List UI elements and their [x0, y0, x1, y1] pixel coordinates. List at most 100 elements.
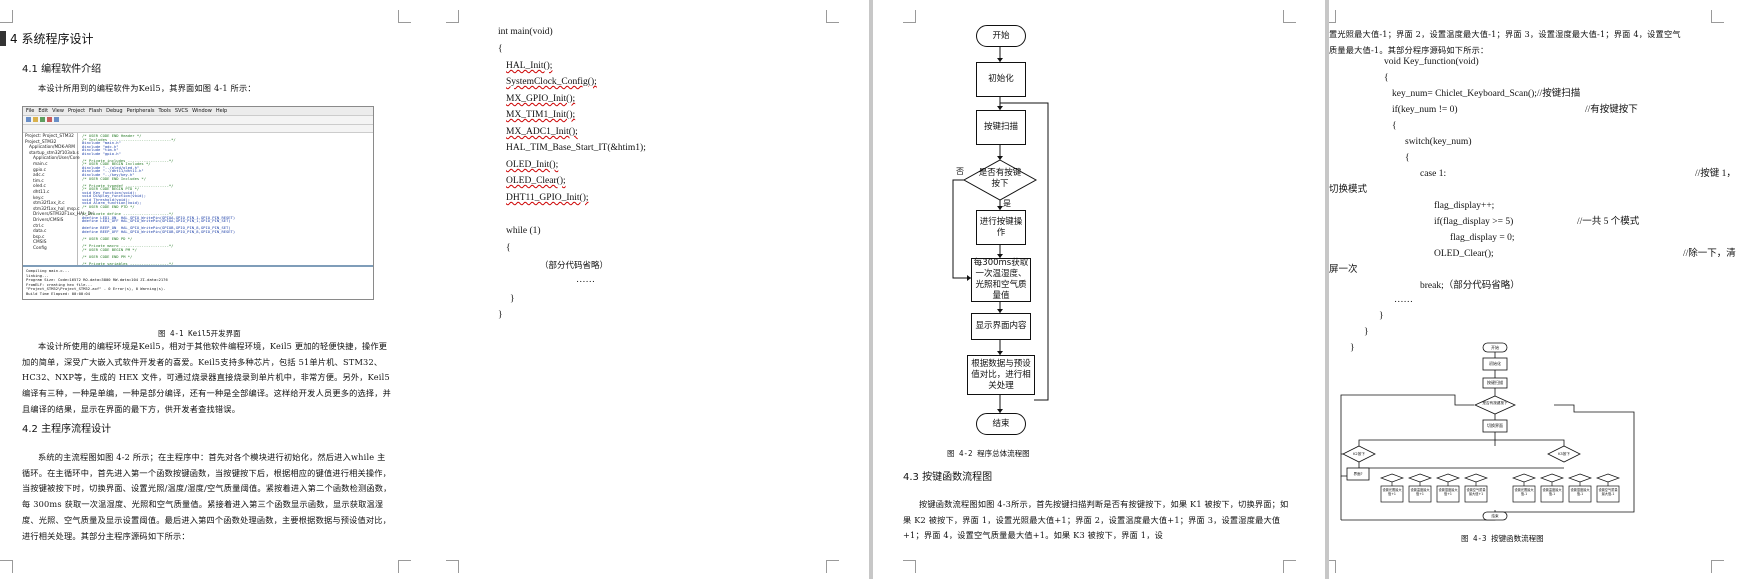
- section-heading-4-3: 4.3 按键函数流程图: [903, 472, 993, 483]
- ide-menu-item[interactable]: SVCS: [174, 108, 189, 114]
- mini-page-decision: [1567, 473, 1593, 483]
- code-line: （部分代码省略）: [540, 260, 609, 270]
- project-tree-item[interactable]: gpio.c: [33, 167, 46, 173]
- project-tree-item[interactable]: Application/MDK-ARM: [29, 145, 75, 151]
- save-icon: [40, 117, 45, 122]
- code-line: }: [498, 310, 503, 320]
- crop-mark: [1329, 560, 1336, 573]
- code-line: DHT11_GPIO_Init();: [506, 193, 589, 203]
- ide-menu-item[interactable]: Flash: [89, 108, 103, 114]
- project-tree-item[interactable]: Project: Project_STM32: [25, 134, 74, 139]
- project-tree-item[interactable]: bsp.c: [33, 234, 45, 240]
- project-tree-item[interactable]: stm32f1xx_it.c: [33, 201, 65, 207]
- section-heading-4-2: 4.2 主程序流程设计: [22, 424, 112, 435]
- editor-line: #include "main.h": [82, 140, 121, 146]
- code-comment: //按键 1，: [1695, 169, 1736, 179]
- editor-line: /* USER CODE END PM */: [82, 253, 133, 259]
- editor-line: /* Private variables -----------------*/: [82, 260, 174, 266]
- code-line: HAL_Init();: [506, 61, 553, 71]
- project-tree-item[interactable]: CMSIS: [33, 240, 47, 246]
- project-tree-item[interactable]: Drivers/STM32F1xx_HAL_Dri: [33, 212, 94, 218]
- crop-mark: [446, 10, 459, 23]
- crop-mark: [826, 560, 839, 573]
- chapter-heading: 4 系统程序设计: [10, 32, 94, 46]
- editor-line: /* Private macro ---------------------*/: [82, 242, 174, 248]
- mini-set-label: 设置温度最大值-1: [1542, 488, 1562, 496]
- mini-page-decision: [1379, 473, 1405, 483]
- ide-menu-item[interactable]: Window: [192, 108, 212, 114]
- editor-line: #define BEEP_ON HAL_GPIO_WritePin(GPIOB,…: [82, 225, 231, 231]
- mini-set-box: [1464, 485, 1488, 503]
- project-tree-item[interactable]: key.c: [33, 195, 44, 201]
- code-line: break;（部分代码省略）: [1420, 281, 1520, 291]
- editor-line: void Key_function(void);: [82, 189, 137, 195]
- ide-menu-item[interactable]: Project: [67, 108, 86, 114]
- project-tree-item[interactable]: main.c: [33, 161, 48, 167]
- continued-paragraph: 置光照最大值-1；界面 2，设置温度最大值-1；界面 3，设置湿度最大值-1；界…: [1329, 29, 1681, 55]
- project-tree-item[interactable]: oled.c: [33, 184, 46, 190]
- project-tree-item[interactable]: Application/User/Core: [33, 156, 80, 162]
- editor-line: /* USER CODE BEGIN Includes */: [82, 161, 151, 167]
- editor-line: /* USER CODE END Includes */: [82, 175, 147, 181]
- mini-scan: 按键扫描: [1487, 380, 1503, 385]
- project-tree-item[interactable]: tim.c: [33, 178, 44, 184]
- ide-menu-item[interactable]: Peripherals: [126, 108, 155, 114]
- document-page-4: 置光照最大值-1；界面 2，设置温度最大值-1；界面 3，设置湿度最大值-1；界…: [1329, 0, 1761, 579]
- editor-line: #define LED1_ON HAL_GPIO_WritePin(GPIOA,…: [82, 214, 236, 220]
- project-tree-item[interactable]: adc.c: [33, 173, 45, 179]
- editor-line: #define LED1_OFF HAL_GPIO_WritePin(GPIOA…: [82, 218, 231, 224]
- figure-caption-4-1: 图 4-1 Keil5开发界面: [158, 329, 241, 338]
- section-heading-4-1: 4.1 编程软件介绍: [22, 64, 102, 75]
- project-tree-item[interactable]: startup_stm32f103xb.s: [29, 150, 79, 156]
- code-line: SystemClock_Config();: [506, 77, 597, 87]
- code-line: switch(key_num): [1405, 137, 1472, 147]
- build-icon: [47, 117, 52, 122]
- ide-menu-item[interactable]: Debug: [106, 108, 123, 114]
- code-line: }: [1379, 311, 1384, 321]
- crop-mark: [1329, 10, 1336, 23]
- main-flowchart-lines: [952, 45, 1049, 413]
- code-line: key_num= Chiclet_Keyboard_Scan();//按键扫描: [1392, 89, 1581, 99]
- code-line: flag_display = 0;: [1450, 233, 1515, 243]
- mini-page-decision: [1595, 473, 1621, 483]
- editor-line: /* USER CODE END PD */: [82, 235, 133, 241]
- intro-paragraph: 本设计所用到的编程软件为Keil5，其界面如图 4-1 所示：: [38, 83, 256, 93]
- crop-mark: [903, 560, 916, 573]
- mini-set-box: [1540, 485, 1564, 503]
- flow-compare: 根据数据与预设值对比，进行相关处理: [967, 355, 1035, 395]
- ide-menu-item[interactable]: Help: [215, 108, 228, 114]
- project-tree-item[interactable]: ctrl.c: [33, 223, 44, 229]
- mini-init: 初始化: [1489, 361, 1501, 366]
- mini-set-label: 设置湿度最大值+1: [1438, 488, 1458, 496]
- project-tree-item[interactable]: Config: [33, 245, 47, 251]
- ide-menu-item[interactable]: View: [52, 108, 64, 114]
- mini-k2: K2按下: [1353, 452, 1365, 456]
- ide-menu-item[interactable]: File: [26, 108, 35, 114]
- editor-line: #include "../oled/oled.h": [82, 164, 140, 170]
- ide-toolbar: [23, 116, 373, 125]
- code-line: {: [1392, 121, 1397, 131]
- code-line: void Key_function(void): [1384, 57, 1479, 67]
- crop-mark: [1283, 560, 1296, 573]
- mini-if: 界面?: [1353, 472, 1363, 476]
- mini-k3: K3按下: [1558, 452, 1570, 456]
- project-tree-item[interactable]: Drivers/CMSIS: [33, 217, 64, 223]
- ide-menu-item[interactable]: Edit: [38, 108, 49, 114]
- project-tree-item[interactable]: stm32f1xx_hal_msp.c: [33, 206, 80, 212]
- flow-no-label: 否: [956, 167, 964, 176]
- crop-mark: [1711, 560, 1724, 573]
- code-line: ……: [1394, 295, 1413, 305]
- ide-menu-item[interactable]: Tools: [158, 108, 171, 114]
- project-tree-item[interactable]: dht11.c: [33, 189, 50, 195]
- flow-end: 结束: [976, 413, 1026, 435]
- project-tree-item[interactable]: data.c: [33, 229, 47, 235]
- crop-mark: [446, 560, 459, 573]
- mini-page-decision: [1407, 473, 1433, 483]
- code-editor: /* USER CODE END Header *//* Includes --…: [79, 133, 373, 265]
- code-line: }: [510, 294, 515, 304]
- project-tree-item[interactable]: Project_STM32: [25, 139, 57, 145]
- ide-toolbar-2: [23, 125, 373, 133]
- output-line: "Project_STM32\Project_STM32.axf" - 0 Er…: [26, 286, 166, 292]
- figure-caption-4-2: 图 4-2 程序总体流程图: [947, 449, 1030, 458]
